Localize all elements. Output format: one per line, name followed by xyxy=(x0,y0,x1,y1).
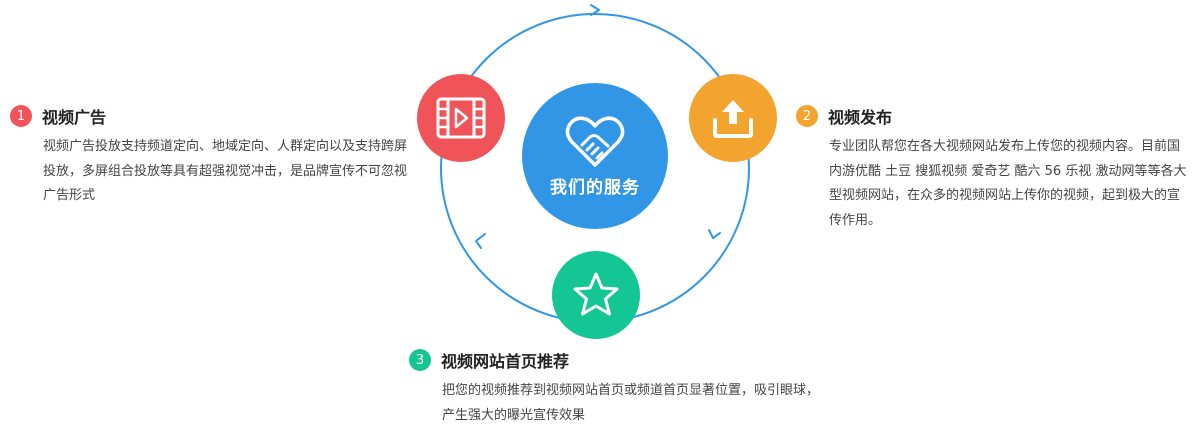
star-icon xyxy=(573,272,619,316)
service-block-video-publish: 2 视频发布 专业团队帮您在各大视频网站发布上传您的视频内容。目前国内游优酷 土… xyxy=(796,104,1191,233)
service-title: 视频发布 xyxy=(828,108,893,127)
service-block-homepage-recommend: 3 视频网站首页推荐 把您的视频推荐到视频网站首页或频道首页显著位置，吸引眼球，… xyxy=(409,348,822,428)
service-description: 视频广告投放支持频道定向、地域定向、人群定向以及支持跨屏投放，多屏组合投放等具有… xyxy=(43,139,408,203)
video-publish-circle xyxy=(689,74,777,162)
ring-arrow-top xyxy=(590,4,600,16)
video-play-icon xyxy=(436,97,486,139)
video-ad-circle xyxy=(417,74,505,162)
our-services-center: 我们的服务 xyxy=(522,83,668,229)
service-block-video-ad: 1 视频广告 视频广告投放支持频道定向、地域定向、人群定向以及支持跨屏投放，多屏… xyxy=(10,104,415,209)
center-title: 我们的服务 xyxy=(550,177,640,198)
service-description: 把您的视频推荐到视频网站首页或频道首页显著位置，吸引眼球，产生强大的曝光宣传效果 xyxy=(442,383,820,423)
homepage-recommend-circle xyxy=(552,251,640,339)
service-title: 视频网站首页推荐 xyxy=(441,352,570,371)
ring-arrow-left xyxy=(475,233,486,249)
step-number-badge: 2 xyxy=(796,105,818,127)
step-number-badge: 1 xyxy=(10,105,32,127)
service-title: 视频广告 xyxy=(42,108,107,127)
handshake-heart-icon xyxy=(565,115,625,167)
step-number-badge: 3 xyxy=(409,349,431,371)
service-description: 专业团队帮您在各大视频网站发布上传您的视频内容。目前国内游优酷 土豆 搜狐视频 … xyxy=(829,139,1187,228)
upload-icon xyxy=(713,100,753,138)
ring-arrow-right xyxy=(708,229,721,239)
